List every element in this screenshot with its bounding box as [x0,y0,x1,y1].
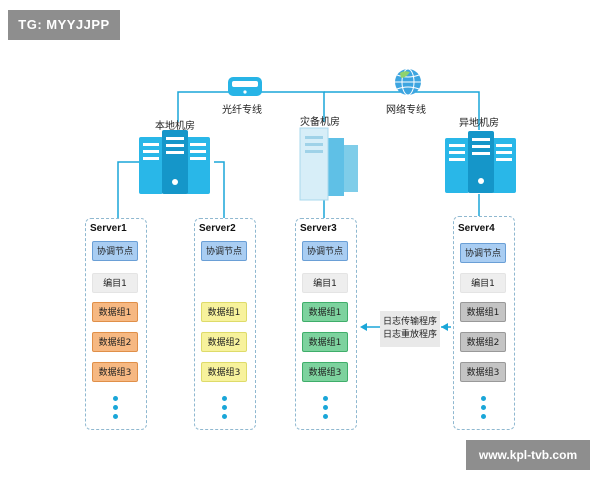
fiber-device-icon [228,77,262,96]
server4-panel: Server4 协调节点 编目1 数据组1 数据组2 数据组3 [453,216,515,430]
local-site-label: 本地机房 [155,121,195,132]
network-link-line [324,91,480,130]
server2-more-dots [201,396,247,423]
server3-data-group-3: 数据组3 [302,362,348,382]
local-branch-server1 [117,161,142,218]
arrow-left-icon-2 [441,323,448,331]
server3-title: Server3 [300,223,337,234]
server3-coordinator-node: 协调节点 [302,241,348,261]
watermark-top-left: TG: MYYJJPP [8,10,120,40]
log-transport-label: 日志传输程序 [382,317,437,327]
server3-panel: Server3 协调节点 编目1 数据组1 数据组1 数据组3 [295,218,357,430]
server2-coordinator-node: 协调节点 [201,241,247,261]
local-server-rack-icon [139,130,210,194]
server1-data-group-1: 数据组1 [92,302,138,322]
watermark-bottom-right: www.kpl-tvb.com [466,440,590,470]
remote-server-rack-icon [445,131,516,193]
server3-more-dots [302,396,348,423]
server4-data-group-3: 数据组3 [460,362,506,382]
server1-index: 编目1 [92,273,138,293]
server2-panel: Server2 协调节点 数据组1 数据组2 数据组3 [194,218,256,430]
server2-data-group-1: 数据组1 [201,302,247,322]
server1-coordinator-node: 协调节点 [92,241,138,261]
server4-more-dots [460,396,506,423]
log-replication-box: 日志传输程序 日志重放程序 [380,311,440,347]
server3-index: 编目1 [302,273,348,293]
server1-data-group-2: 数据组2 [92,332,138,352]
server3-data-group-1: 数据组1 [302,302,348,322]
local-branch-server2 [214,161,225,218]
server1-panel: Server1 协调节点 编目1 数据组1 数据组2 数据组3 [85,218,147,430]
fiber-link-label: 光纤专线 [222,105,262,116]
server4-index: 编目1 [460,273,506,293]
network-link-label: 网络专线 [386,105,426,116]
log-replay-label: 日志重放程序 [382,330,437,340]
server4-title: Server4 [458,223,495,234]
arrow-left-icon [360,323,367,331]
globe-icon [395,68,421,96]
server2-title: Server2 [199,223,236,234]
server4-coordinator-node: 协调节点 [460,243,506,263]
replication-arrows [360,323,451,331]
server1-data-group-3: 数据组3 [92,362,138,382]
server4-data-group-1: 数据组1 [460,302,506,322]
server1-title: Server1 [90,223,127,234]
server4-data-group-2: 数据组2 [460,332,506,352]
server1-more-dots [92,396,138,423]
disaster-site-label: 灾备机房 [300,117,340,128]
disaster-server-icon [299,127,358,201]
server2-data-group-3: 数据组3 [201,362,247,382]
server2-data-group-2: 数据组2 [201,332,247,352]
remote-site-label: 异地机房 [459,118,499,129]
server3-data-group-2: 数据组1 [302,332,348,352]
